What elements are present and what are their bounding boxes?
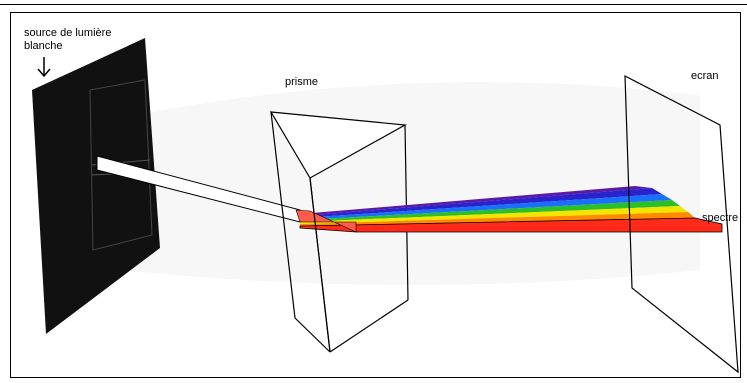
prism-front-edge	[309, 177, 331, 353]
spectrum-label: spectre	[702, 212, 739, 224]
prism-label: prisme	[285, 76, 319, 88]
spectrum-indigo	[300, 188, 662, 218]
spectrum-red-entry	[295, 209, 357, 233]
source-label: source de lumière blanche	[24, 27, 111, 53]
source-label-line1: source de lumière	[24, 27, 112, 39]
spectrum-green	[300, 200, 680, 222]
background-shadow	[110, 82, 700, 286]
source-label-line2: blanche	[24, 40, 63, 52]
source-slit-outline	[89, 79, 153, 251]
diagram-frame	[10, 12, 741, 378]
spectrum-fan	[295, 186, 723, 233]
screen-panel	[624, 74, 739, 374]
spectrum-yellow	[300, 206, 688, 224]
light-source-panel	[32, 38, 160, 334]
spectrum-violet	[300, 186, 652, 216]
down-arrow-icon	[37, 57, 51, 78]
screen-label: ecran	[691, 70, 719, 82]
spectrum-red	[299, 217, 723, 233]
spectrum-orange	[300, 212, 695, 226]
spectrum-blue	[300, 194, 672, 220]
